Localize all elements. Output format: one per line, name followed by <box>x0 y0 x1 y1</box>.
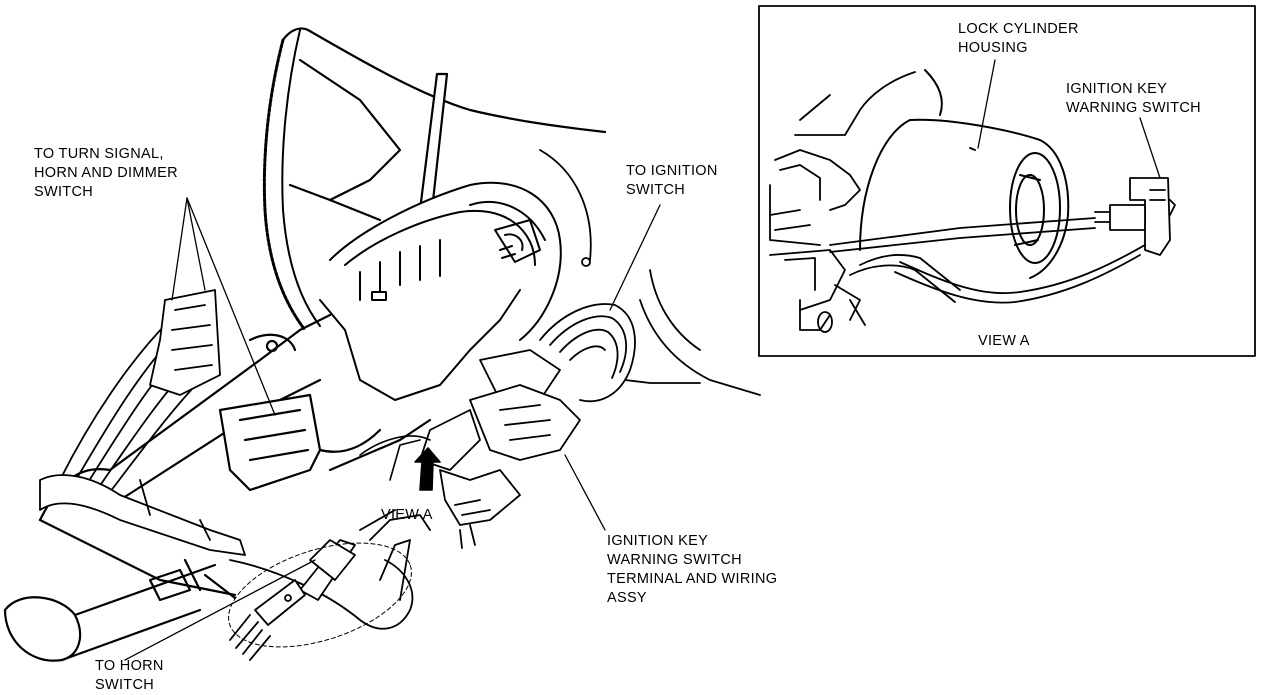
view-a-inset-label: VIEW A <box>978 332 1030 351</box>
view-a-main-label: VIEW A <box>381 506 433 525</box>
lock-cylinder-label-line-1: LOCK CYLINDER <box>958 21 1079 37</box>
ignition-key-assy-line-4: ASSY <box>607 590 647 606</box>
inset-frame <box>758 5 1256 357</box>
turn-signal-label: TO TURN SIGNAL, HORN AND DIMMER SWITCH <box>34 145 178 202</box>
turn-signal-harness <box>39 289 246 556</box>
column-upper-housing <box>319 181 562 401</box>
ignition-switch-label-line-2: SWITCH <box>626 182 685 198</box>
horn-switch-label-line-2: SWITCH <box>95 677 154 693</box>
inset-view-a <box>758 5 1256 357</box>
steering-column-tube <box>38 313 432 597</box>
horn-switch-detail-ring <box>228 542 412 648</box>
ignition-key-warning-label: IGNITION KEY WARNING SWITCH <box>1066 80 1201 118</box>
column-lower-end <box>3 558 237 662</box>
view-a-main-text: VIEW A <box>381 507 433 523</box>
turn-signal-label-line-1: TO TURN SIGNAL, <box>34 146 164 162</box>
lock-cylinder-housing <box>859 69 1070 279</box>
lock-cylinder-label-line-2: HOUSING <box>958 40 1028 56</box>
dash-panel <box>539 149 761 396</box>
steering-wheel-rim <box>262 27 607 332</box>
ignition-switch-label: TO IGNITION SWITCH <box>626 162 718 200</box>
horn-switch-label-line-1: TO HORN <box>95 658 164 674</box>
ignition-key-assy-line-1: IGNITION KEY <box>607 533 709 549</box>
leader-lines-main <box>124 197 661 661</box>
view-a-inset-text: VIEW A <box>978 333 1030 349</box>
inset-dash <box>769 71 916 333</box>
turn-signal-label-line-2: HORN AND DIMMER <box>34 165 178 181</box>
ignition-key-assy-label: IGNITION KEY WARNING SWITCH TERMINAL AND… <box>607 532 777 608</box>
key-warning-switch <box>1094 177 1176 256</box>
ignition-key-warning-line-1: IGNITION KEY <box>1066 81 1168 97</box>
horn-switch-label: TO HORN SWITCH <box>95 657 164 695</box>
inset-leader-lines <box>977 59 1161 179</box>
ignition-key-assy-line-2: WARNING SWITCH <box>607 552 742 568</box>
ignition-key-assy-line-3: TERMINAL AND WIRING <box>607 571 778 587</box>
ignition-switch-label-line-1: TO IGNITION <box>626 163 718 179</box>
horn-switch-wire <box>229 509 431 661</box>
ignition-key-warning-line-2: WARNING SWITCH <box>1066 100 1201 116</box>
lock-cylinder-label: LOCK CYLINDER HOUSING <box>958 20 1079 58</box>
view-a-arrow <box>359 435 441 491</box>
ignition-harness <box>419 303 636 549</box>
inset-wiring <box>829 217 1146 326</box>
turn-signal-label-line-3: SWITCH <box>34 184 93 200</box>
